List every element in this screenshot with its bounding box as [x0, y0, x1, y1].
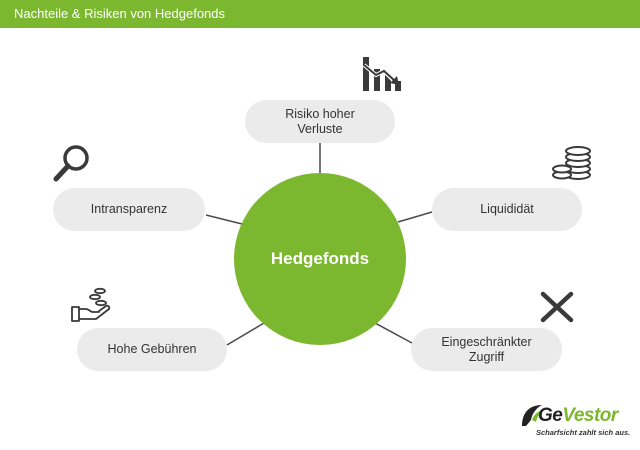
connector-right-lower [374, 322, 413, 344]
connector-left-upper [205, 214, 243, 225]
node-label: Liquididät [480, 202, 534, 216]
logo-ge: Ge [538, 405, 563, 426]
node-label: Eingeschränkter Zugriff [441, 334, 532, 364]
header-bar: Nachteile & Risiken von Hedgefonds [0, 0, 640, 28]
logo-slogan: Scharfsicht zahlt sich aus. [536, 428, 631, 437]
node-label: Hohe Gebühren [107, 342, 197, 356]
x-cross-icon [540, 291, 574, 323]
node-risiko-hoher-verluste: Risiko hoher Verluste [245, 100, 395, 143]
center-label: Hedgefonds [270, 249, 370, 268]
connector-left-lower [226, 322, 265, 346]
magnifier-icon [53, 145, 89, 182]
node-eingeschraenkter-zugriff: Eingeschränkter Zugriff [411, 328, 562, 371]
page-title: Nachteile & Risiken von Hedgefonds [14, 6, 226, 21]
hand-coins-icon [71, 287, 111, 322]
node-liquiditaet: Liquididät [432, 188, 582, 231]
center-circle: Hedgefonds [234, 173, 406, 345]
logo-vestor: Vestor [562, 405, 618, 426]
logo-mark-icon [522, 405, 544, 426]
node-intransparenz: Intransparenz [53, 188, 205, 231]
gevestor-logo: GeVestor Scharfsicht zahlt sich aus. [520, 400, 632, 444]
node-hohe-gebuehren: Hohe Gebühren [77, 328, 227, 371]
falling-chart-icon [362, 57, 401, 91]
coin-stack-icon [552, 146, 591, 180]
connector-right-upper [397, 211, 433, 223]
node-label: Risiko hoher Verluste [285, 106, 355, 136]
node-label: Intransparenz [90, 202, 168, 216]
logo-wordmark: GeVestor [538, 406, 618, 426]
